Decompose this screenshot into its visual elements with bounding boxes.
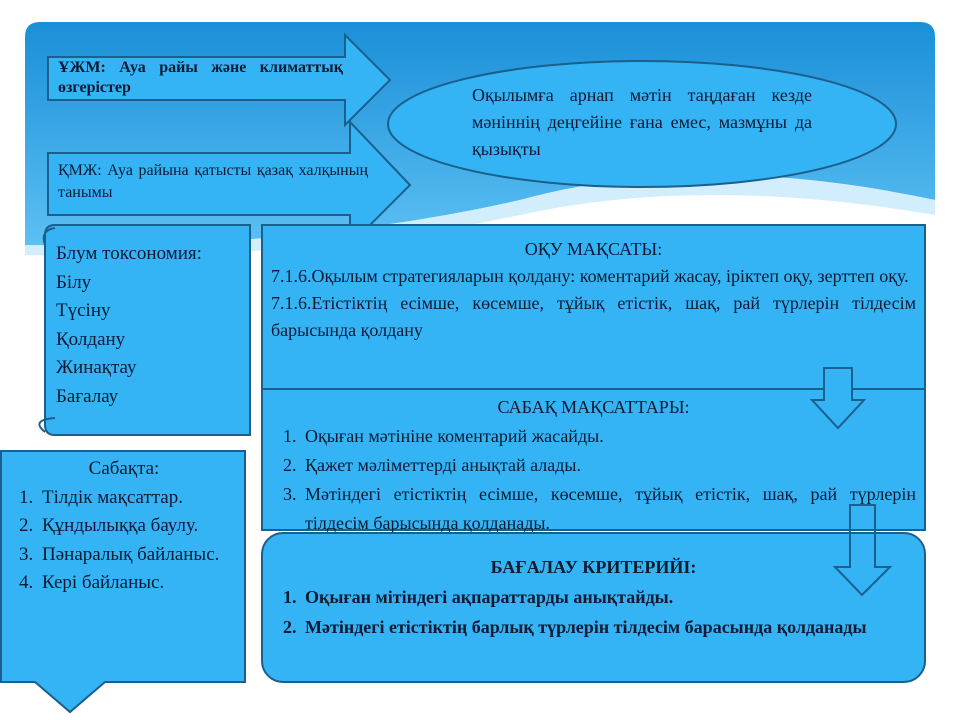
ellipse-text: Оқылымға арнап мәтін таңдаған кезде мәні… [472,85,812,159]
bloom-item: Білу [56,271,92,293]
bloom-item: Қолдану [56,328,126,350]
criteria-item: Оқыған мітіндегі ақпараттарды анықтайды. [301,582,910,612]
bloom-title: Блум токсономия: [56,243,202,264]
bloom-taxonomy: Блум токсономия: Білу Түсіну Қолдану Жин… [56,240,246,411]
scroll-shape [44,224,251,436]
learning-objective: 7.1.6.Оқылым стратегияларын қолдану: ком… [271,266,909,286]
bloom-item: Жинақтау [56,357,137,378]
in-lesson-item: Кері байланыс. [38,569,240,598]
lesson-goal: Оқыған мәтініне коментарий жасайды. [301,422,916,451]
in-lesson-item: Пәнаралық байланыс. [38,541,240,570]
arrow-top-shape [47,32,392,128]
arrow-top-text: ҰЖМ: Ауа райы және климаттық өзгерістер [58,59,343,96]
arrow-second-shape [47,119,412,248]
scroll-curl [38,227,56,433]
in-lesson-callout: Сабақта: Тілдік мақсаттар. Құндылыққа ба… [8,455,240,598]
lesson-goal: Мәтіндегі етістіктің есімше, көсемше, тұ… [301,480,916,538]
ellipse-shape [387,60,897,188]
in-lesson-item: Құндылыққа баулу. [38,512,240,541]
learning-objectives-box: ОҚУ МАҚСАТЫ: 7.1.6.Оқылым стратегияларын… [261,224,926,390]
in-lesson-item: Тілдік мақсаттар. [38,484,240,513]
assessment-criteria-box: БАҒАЛАУ КРИТЕРИЙІ: Оқыған мітіндегі ақпа… [261,532,926,683]
header-wave [25,175,935,256]
bloom-item: Бағалау [56,385,119,407]
criteria-item: Мәтіндегі етістіктің барлық түрлерін тіл… [301,612,910,642]
learning-objective: 7.1.6.Етістіктің есімше, көсемше, тұйық … [271,293,916,340]
lesson-goal: Қажет мәліметтерді анықтай алады. [301,451,916,480]
criteria-title: БАҒАЛАУ КРИТЕРИЙІ: [490,557,697,577]
learning-objectives-title: ОҚУ МАҚСАТЫ: [524,239,663,259]
in-lesson-title: Сабақта: [88,458,160,479]
lesson-goals-title: САБАҚ МАҚСАТТАРЫ: [497,397,690,417]
lesson-goals-box: САБАҚ МАҚСАТТАРЫ: Оқыған мәтініне комент… [261,388,926,533]
bloom-item: Түсіну [56,300,111,321]
arrow-second-text: ҚМЖ: Ауа райына қатысты қазақ халқының т… [58,162,368,201]
